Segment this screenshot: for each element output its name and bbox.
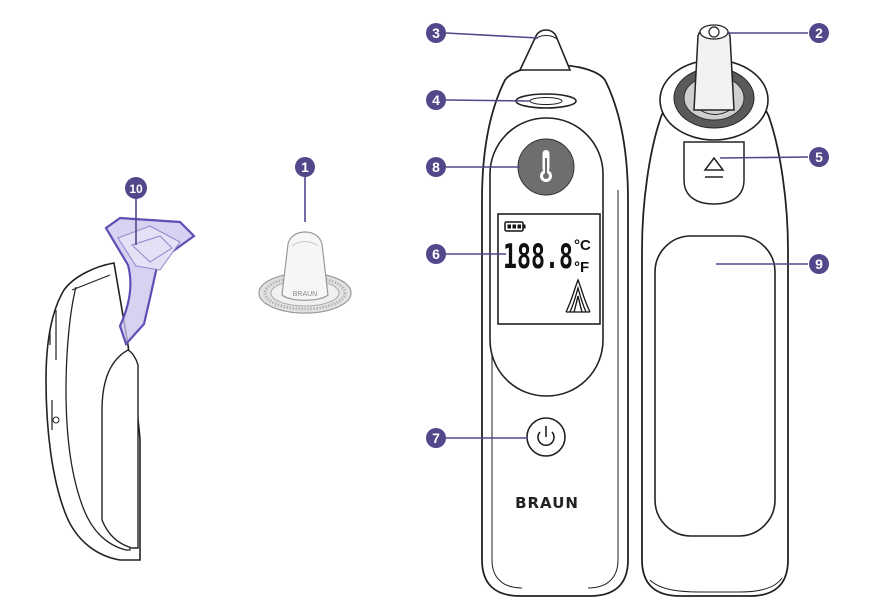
callout-1: 1 [295,157,315,177]
callout-2: 2 [809,23,829,43]
eject-icon [703,156,725,178]
probe-cover: BRAUN [258,231,352,314]
brand-logo: BRAUN [515,494,579,512]
callout-6: 6 [426,244,446,264]
unit-celsius: °C [574,237,591,254]
callout-10: 10 [125,177,147,199]
probe-cover-cone [281,231,329,301]
probe-cover-text: BRAUN [293,291,318,298]
callout-8: 8 [426,157,446,177]
side-grip [101,349,139,549]
side-view-with-cap [45,216,196,561]
svg-text:7: 7 [432,430,440,446]
svg-text:6: 6 [432,246,440,262]
back-view [641,24,789,597]
svg-text:5: 5 [815,149,823,165]
side-body-inner [65,286,131,551]
grip [654,235,776,537]
callout-7: 7 [426,428,446,448]
unit-fahrenheit: °F [574,259,589,276]
svg-text:8: 8 [432,159,440,175]
callout-lines [135,32,809,439]
thermometer-icon [540,150,552,182]
callout-4: 4 [426,90,446,110]
svg-text:2: 2 [815,25,823,41]
ear-position-icon [565,278,591,313]
lcd-digits: 188.8 [503,237,573,277]
probe-cover-rim-ridges [263,275,347,311]
battery-icon [504,221,526,232]
svg-text:1: 1 [301,159,309,175]
callout-badges: 1 2 3 4 5 6 7 8 9 10 [125,23,829,448]
eject-button[interactable] [683,141,745,205]
svg-text:4: 4 [432,92,440,108]
probe-tip [708,26,720,38]
svg-text:9: 9 [815,256,823,272]
callout-3: 3 [426,23,446,43]
callout-5: 5 [809,147,829,167]
power-icon [537,426,555,447]
svg-text:3: 3 [432,25,440,41]
callout-9: 9 [809,254,829,274]
front-view: 188.8 °C °F BRAUN [481,29,629,597]
svg-text:10: 10 [129,182,143,196]
